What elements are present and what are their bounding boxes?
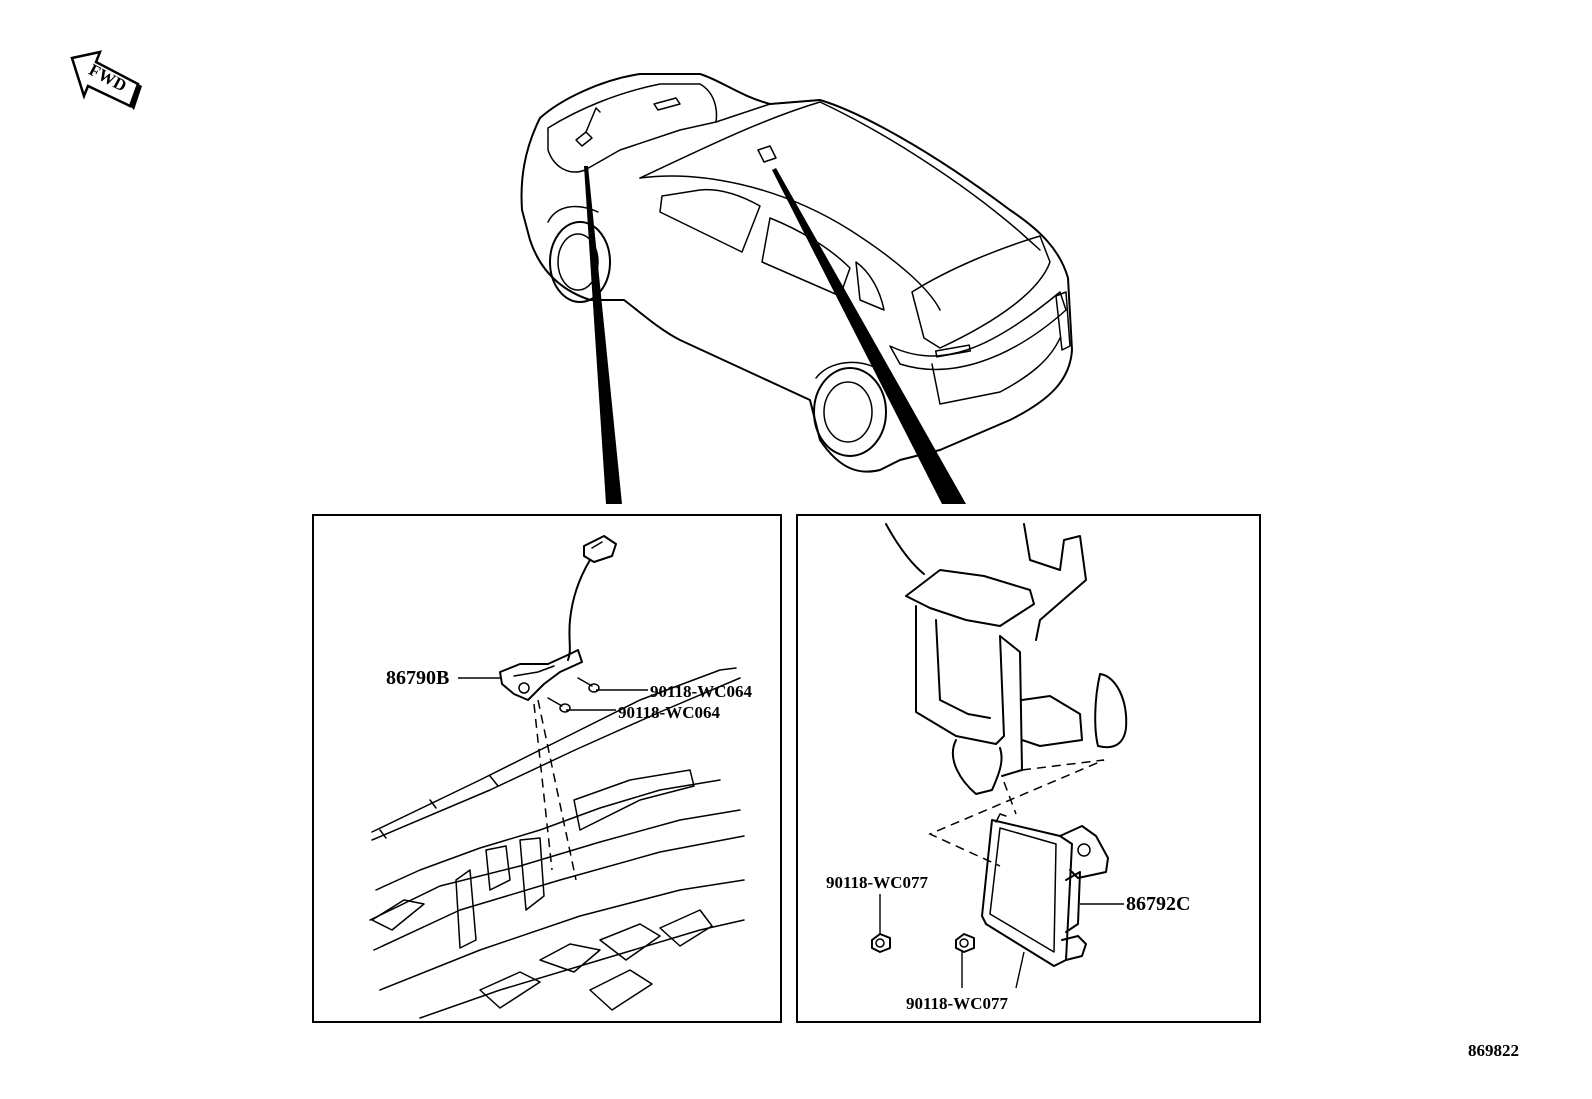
diagram-id: 869822 — [1468, 1041, 1519, 1060]
leader-lines — [458, 677, 1124, 989]
part-label-screw-lower: 90118-WC064 — [618, 703, 721, 722]
radar-detail-panel — [796, 514, 1261, 1023]
camera-detail-panel — [312, 514, 782, 1023]
fwd-arrow: FWD — [70, 50, 142, 110]
part-label-nut-bottom: 90118-WC077 — [906, 994, 1009, 1013]
part-label-86790b: 86790B — [386, 667, 449, 689]
callout-pointers — [584, 166, 966, 504]
part-label-nut-left: 90118-WC077 — [826, 873, 929, 892]
part-label-86792c: 86792C — [1126, 893, 1190, 915]
part-label-screw-upper: 90118-WC064 — [650, 682, 753, 701]
vehicle-overview-icon — [520, 73, 1073, 473]
